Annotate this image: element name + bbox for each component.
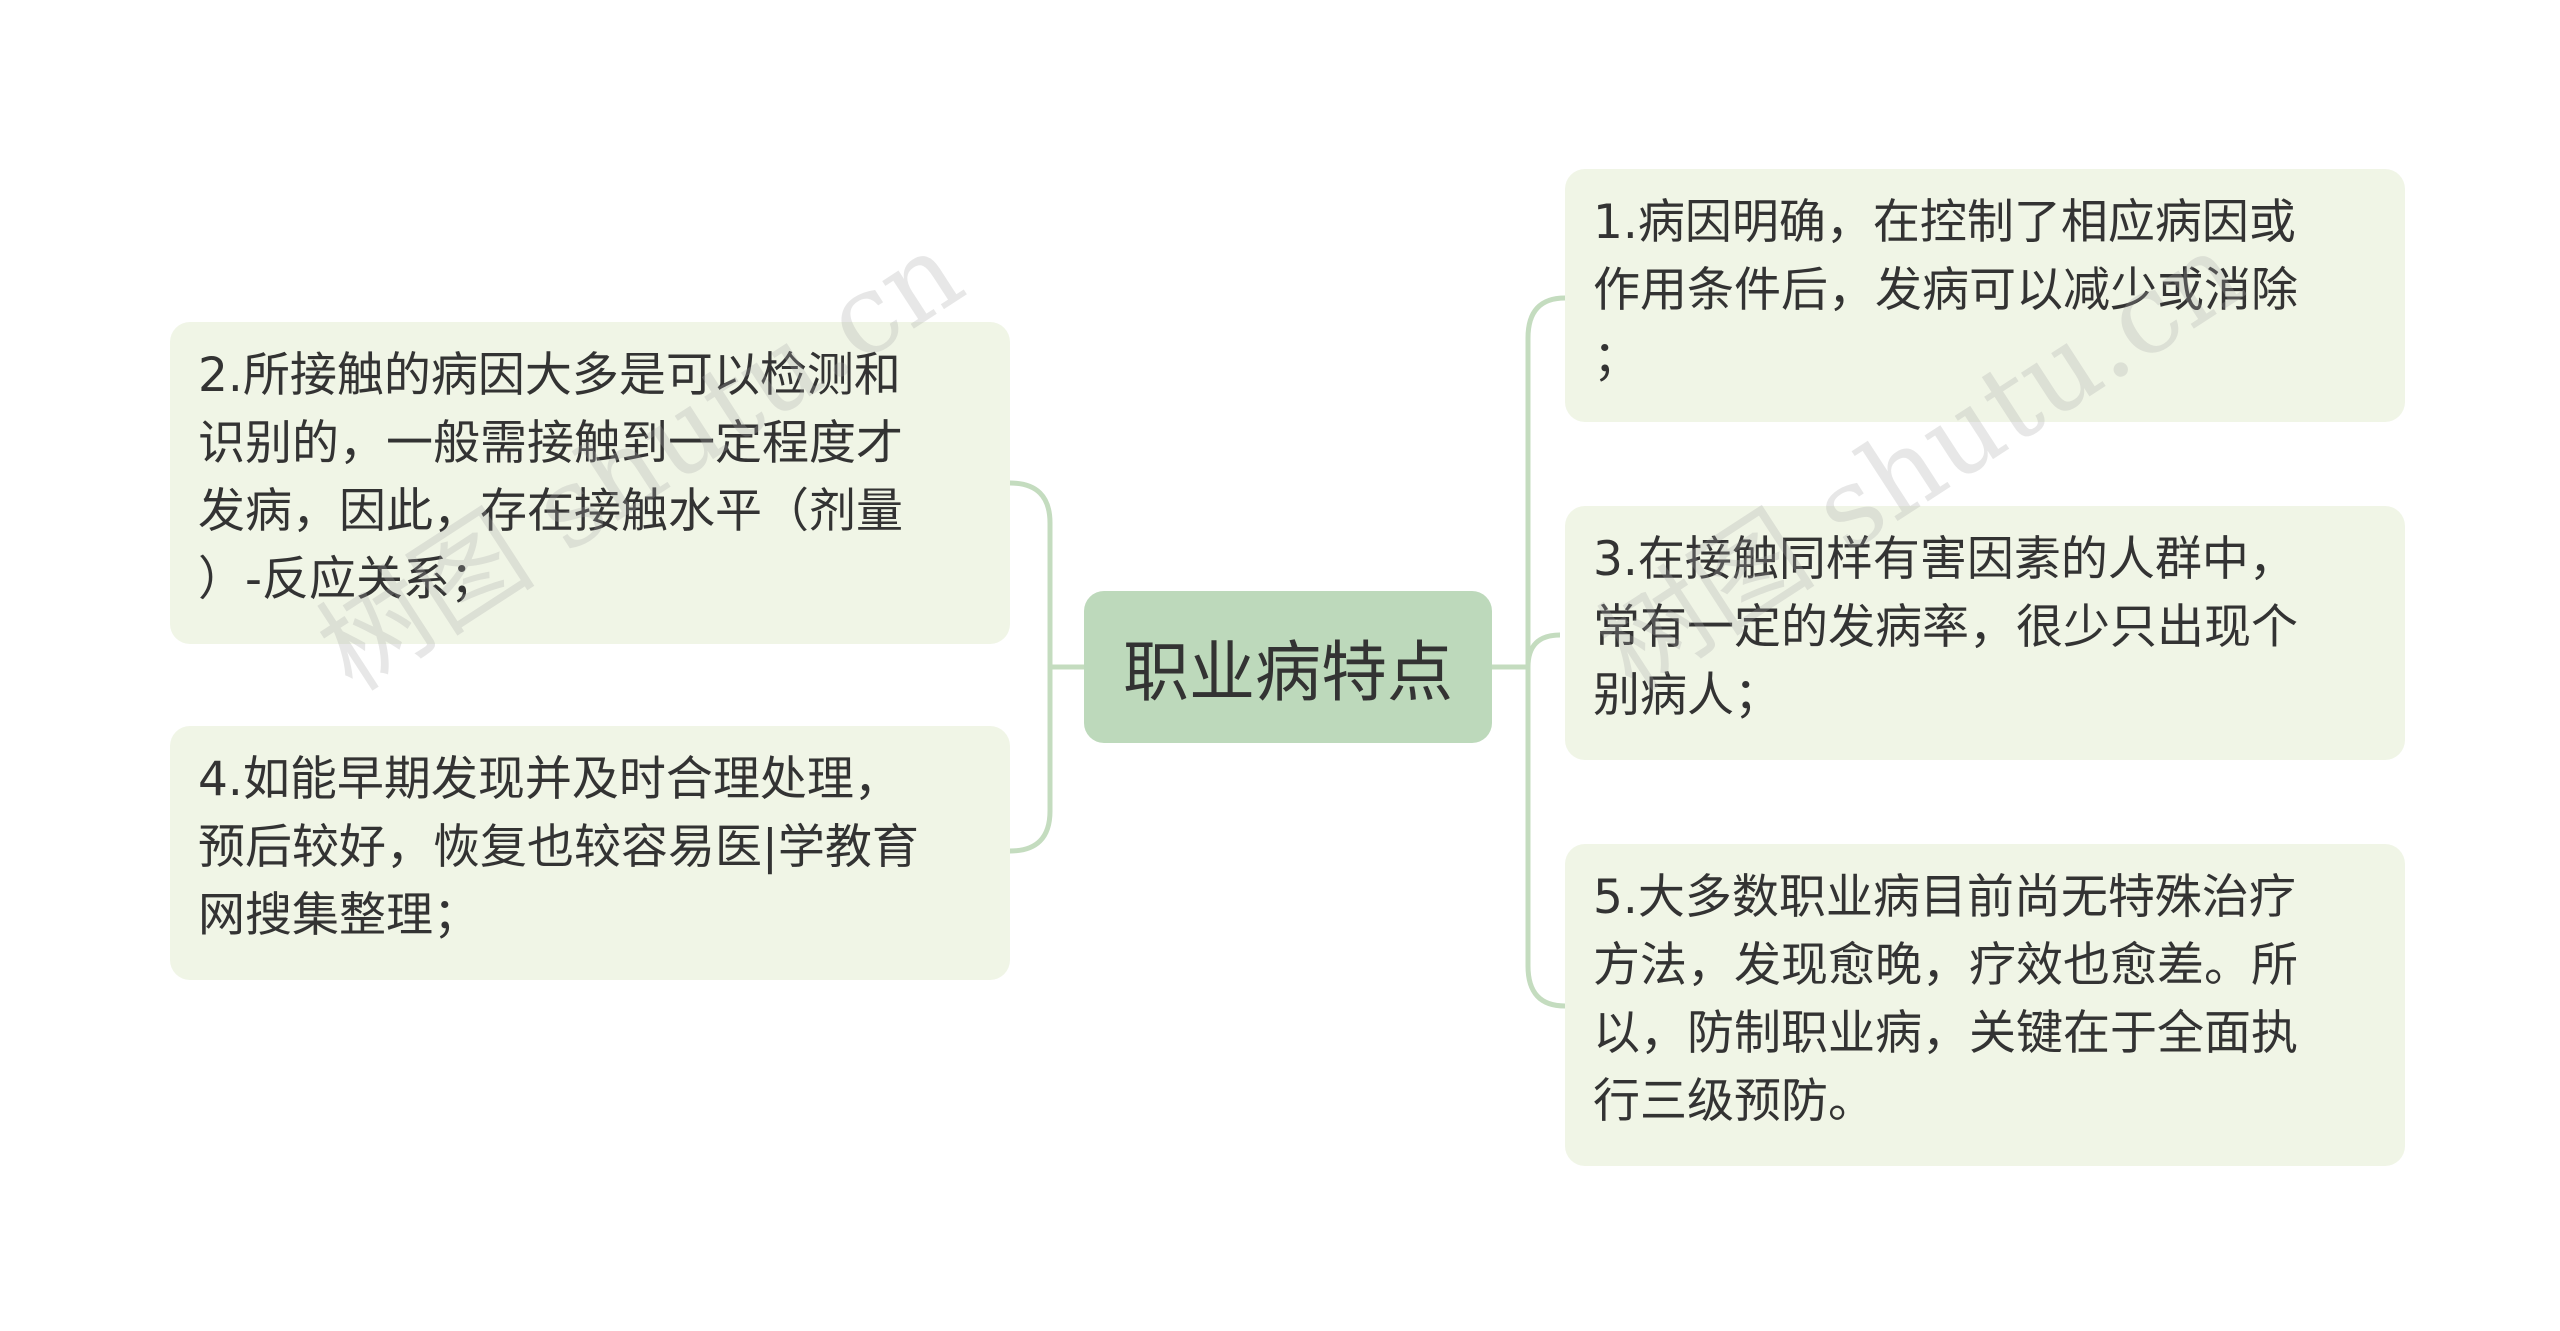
central-topic[interactable]: 职业病特点 [1084,591,1492,743]
topic-node-5[interactable]: 5.大多数职业病目前尚无特殊治疗 方法，发现愈晚，疗效也愈差。所 以，防制职业病… [1565,844,2405,1166]
connector-left-trunk [1009,480,1053,854]
connector-right-trunk [1525,295,1566,1009]
topic-node-4[interactable]: 4.如能早期发现并及时合理处理， 预后较好，恢复也较容易医|学教育 网搜集整理； [170,726,1010,980]
topic-node-3[interactable]: 3.在接触同样有害因素的人群中， 常有一定的发病率，很少只出现个 别病人； [1565,506,2405,760]
topic-node-2[interactable]: 2.所接触的病因大多是可以检测和 识别的，一般需接触到一定程度才 发病，因此，存… [170,322,1010,644]
topic-node-1[interactable]: 1.病因明确，在控制了相应病因或 作用条件后，发病可以减少或消除 ； [1565,169,2405,422]
central-topic-label: 职业病特点 [1123,634,1453,711]
connector-right-mid [1525,632,1561,668]
